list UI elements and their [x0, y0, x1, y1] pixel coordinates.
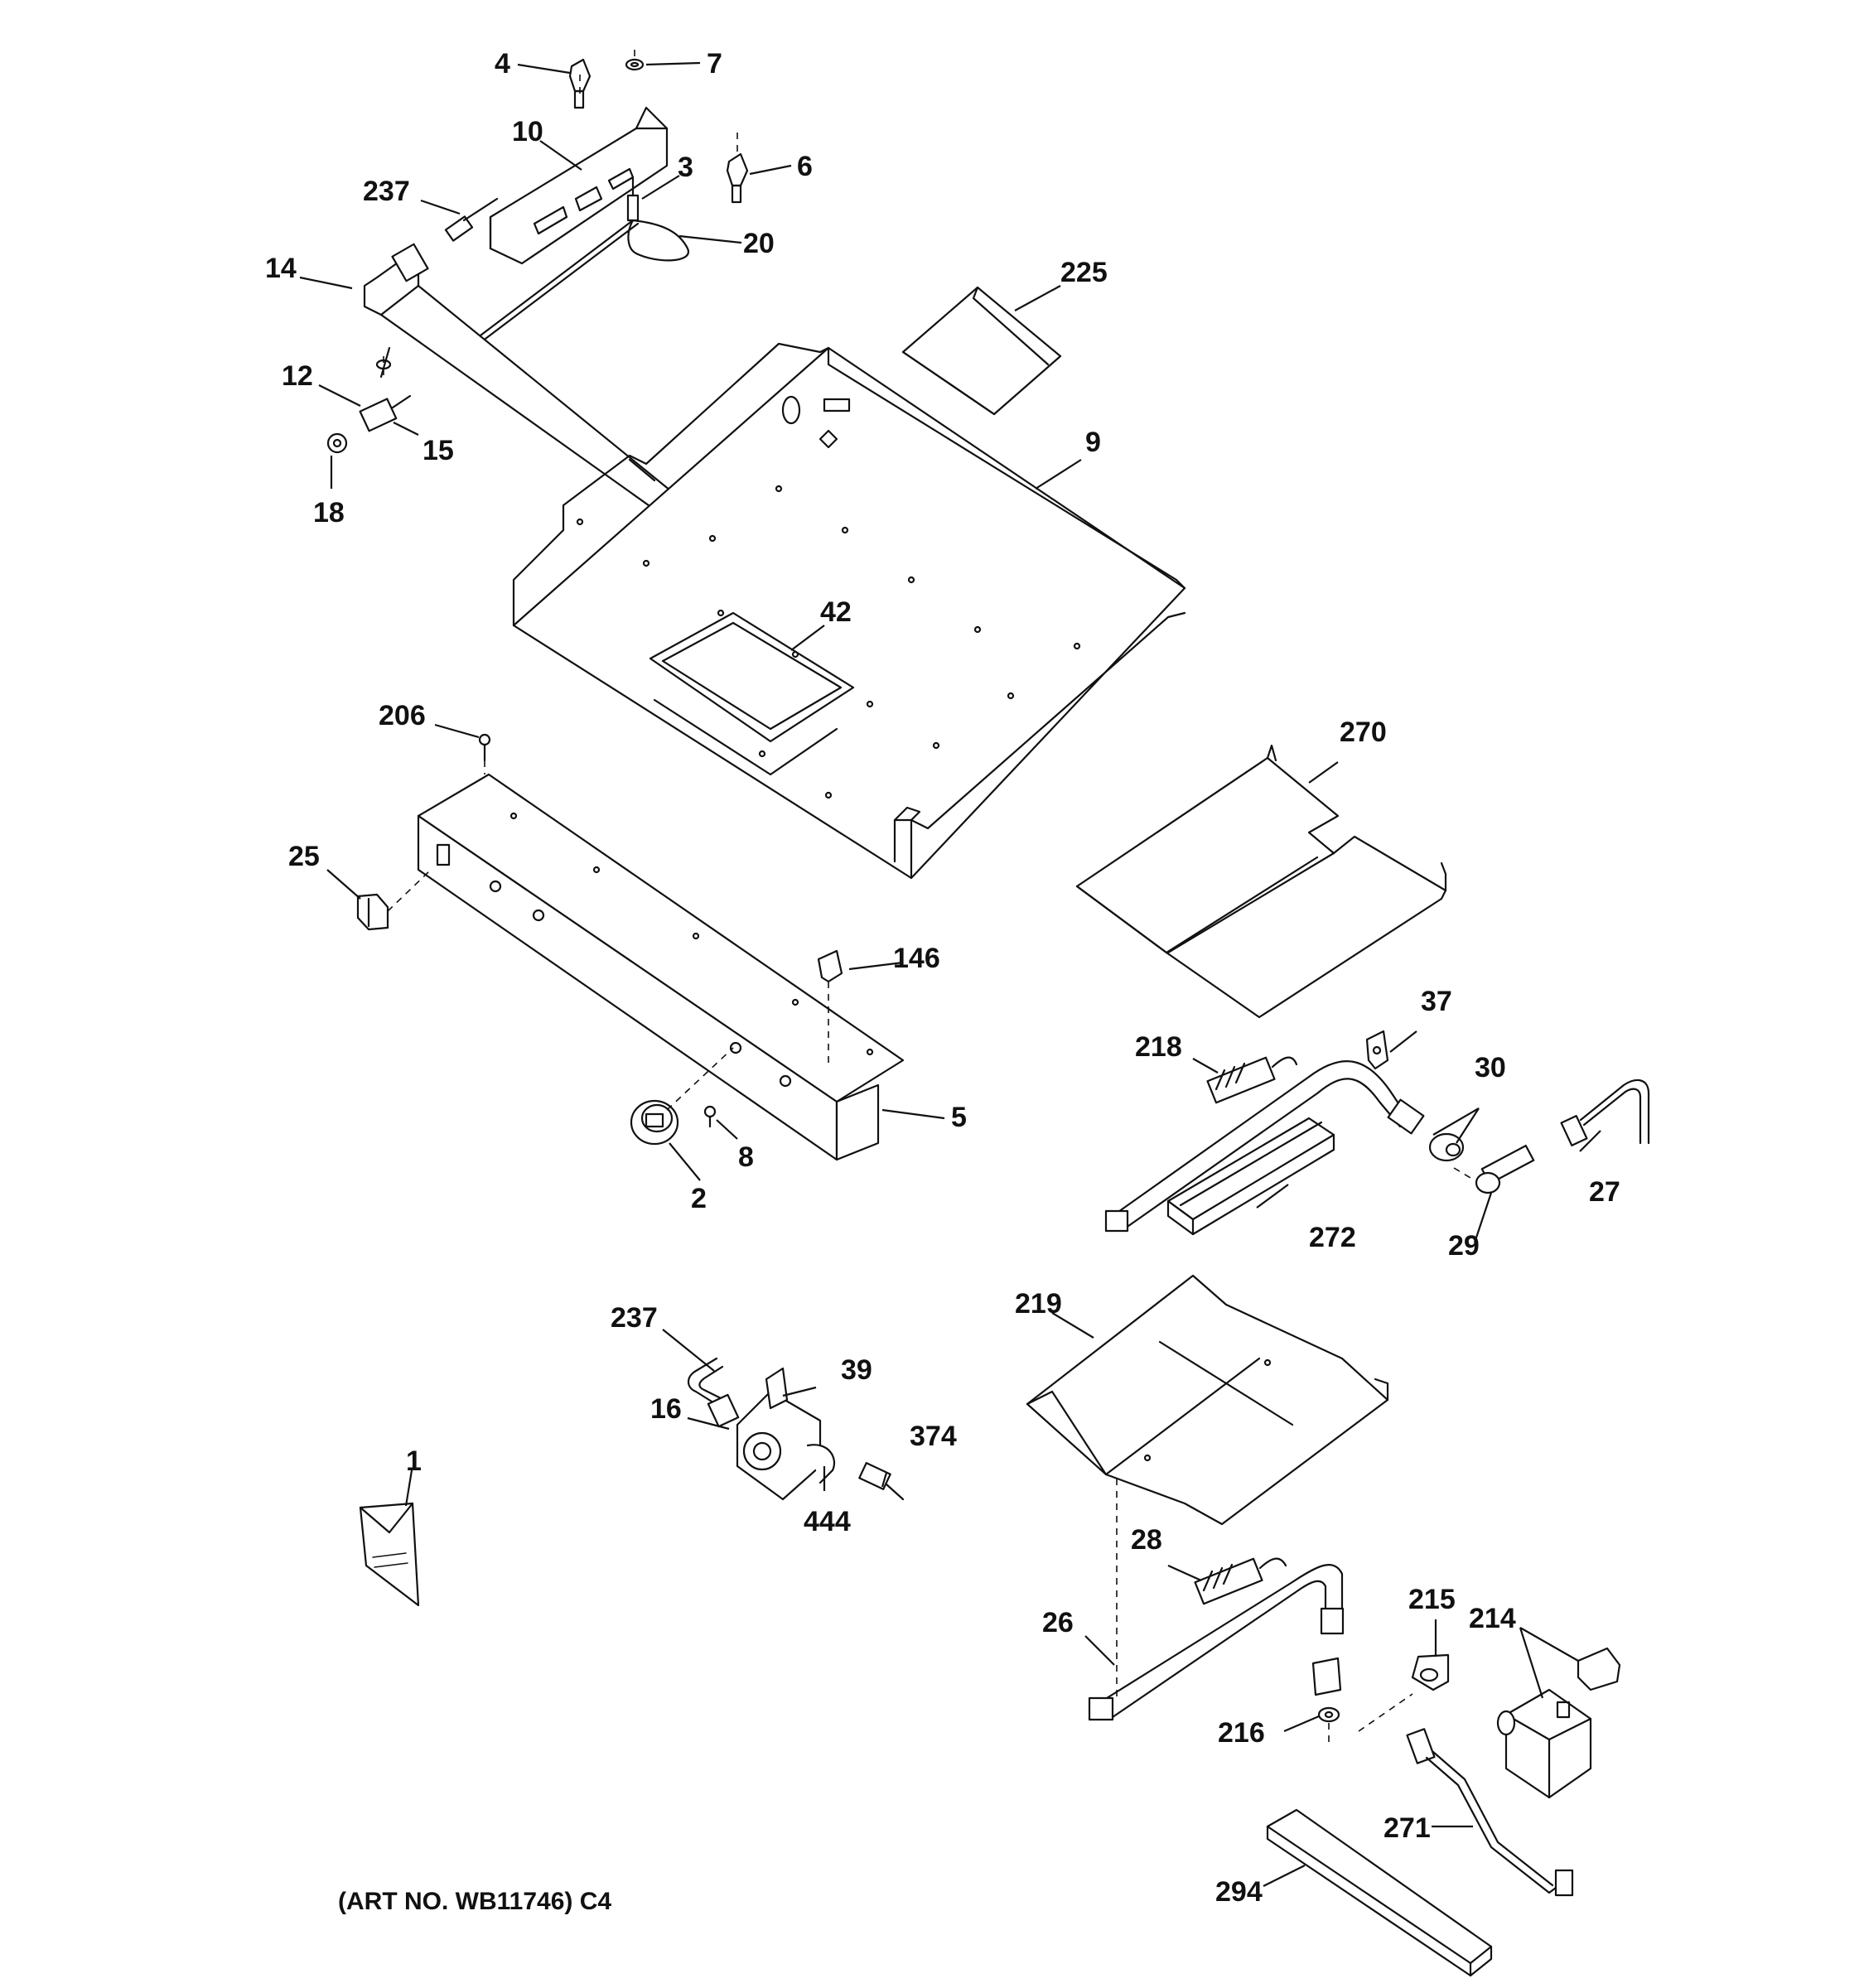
part-37-bracket — [1365, 1030, 1389, 1070]
callout-25: 25 — [288, 841, 320, 872]
part-16-fitting — [707, 1393, 740, 1428]
part-2-knob — [630, 1099, 679, 1146]
callout-10: 10 — [512, 116, 543, 147]
part-9-burner-box — [512, 342, 1186, 880]
part-237-elbow — [687, 1357, 729, 1410]
callout-labels: 4 7 10 6 3 20 237 14 12 15 18 225 9 42 2… — [265, 48, 1620, 1908]
assembly-line — [1358, 1693, 1413, 1732]
callout-294: 294 — [1215, 1876, 1263, 1908]
callout-37: 37 — [1421, 986, 1452, 1017]
callout-26: 26 — [1042, 1607, 1074, 1638]
callout-374: 374 — [910, 1421, 957, 1452]
part-216-shutter — [1311, 1657, 1342, 1723]
part-14-manifold — [363, 243, 685, 532]
callout-1: 1 — [406, 1445, 422, 1477]
part-237-fitting — [444, 197, 499, 242]
callout-28: 28 — [1131, 1524, 1162, 1556]
callout-218: 218 — [1135, 1031, 1182, 1063]
assembly-line — [387, 869, 432, 912]
leader-lines — [299, 61, 1601, 1887]
assembly-line — [1453, 1167, 1475, 1181]
callout-18: 18 — [313, 497, 345, 528]
callout-444: 444 — [804, 1506, 851, 1537]
callout-5: 5 — [951, 1102, 967, 1133]
part-5-manifold-panel — [417, 773, 905, 1161]
callout-2: 2 — [691, 1183, 707, 1214]
callout-271: 271 — [1384, 1812, 1431, 1844]
oven-burner-tube-upper — [1104, 1059, 1425, 1233]
callout-29: 29 — [1448, 1230, 1480, 1262]
callout-12: 12 — [282, 360, 313, 392]
part-29-fitting — [1475, 1144, 1535, 1194]
part-20-tube — [462, 219, 689, 353]
callout-237-top: 237 — [363, 176, 410, 207]
callout-7: 7 — [707, 48, 722, 80]
assembly-line — [666, 1047, 734, 1111]
part-28-igniter — [1194, 1557, 1287, 1605]
callout-16: 16 — [650, 1393, 682, 1425]
callout-206: 206 — [379, 700, 426, 731]
part-270-shield — [1075, 744, 1447, 1019]
part-6-orifice-hood — [726, 152, 749, 204]
part-4-orifice-hood — [568, 58, 592, 109]
callout-6: 6 — [797, 151, 813, 182]
part-27-tube — [1560, 1078, 1650, 1146]
part-30-air-shutter — [1428, 1132, 1465, 1162]
callout-270: 270 — [1340, 717, 1387, 748]
part-25-clip — [356, 893, 389, 931]
callout-39: 39 — [841, 1354, 872, 1386]
callout-8: 8 — [738, 1141, 754, 1173]
callout-27: 27 — [1589, 1176, 1620, 1208]
part-225-shield — [901, 286, 1062, 416]
part-8-screw — [703, 1105, 717, 1128]
part-39-regulator — [736, 1367, 836, 1501]
callout-3: 3 — [678, 152, 693, 183]
callout-219: 219 — [1015, 1288, 1062, 1320]
callout-146: 146 — [893, 943, 940, 974]
part-146-clip — [817, 949, 843, 983]
callout-42: 42 — [820, 596, 852, 628]
part-374-fitting — [858, 1462, 905, 1501]
art-number: (ART NO. WB11746) C4 — [338, 1888, 611, 1915]
callout-14: 14 — [265, 253, 297, 284]
part-26-burner — [1088, 1564, 1345, 1721]
callout-214: 214 — [1469, 1603, 1516, 1634]
part-294-bracket — [1266, 1808, 1493, 1977]
part-215-bracket — [1411, 1653, 1450, 1691]
part-12-valve — [359, 346, 412, 432]
callout-4: 4 — [495, 48, 510, 80]
callout-237-bottom: 237 — [611, 1302, 658, 1334]
part-18-nut — [326, 432, 348, 454]
callout-30: 30 — [1475, 1052, 1506, 1083]
part-271-tube — [1406, 1728, 1574, 1897]
part-214-valve — [1496, 1647, 1621, 1799]
part-7-washer — [625, 58, 645, 71]
callout-15: 15 — [423, 435, 454, 466]
callout-9: 9 — [1085, 427, 1101, 458]
part-272-burner-cover — [1166, 1117, 1335, 1236]
callout-20: 20 — [743, 228, 775, 259]
part-1-literature — [359, 1502, 420, 1607]
part-206-screw — [478, 733, 491, 762]
callout-225: 225 — [1060, 257, 1108, 288]
callout-272: 272 — [1309, 1222, 1356, 1253]
callout-216: 216 — [1218, 1717, 1265, 1749]
callout-215: 215 — [1408, 1584, 1456, 1615]
part-219-shield — [1026, 1274, 1389, 1526]
part-218-igniter — [1206, 1056, 1298, 1104]
